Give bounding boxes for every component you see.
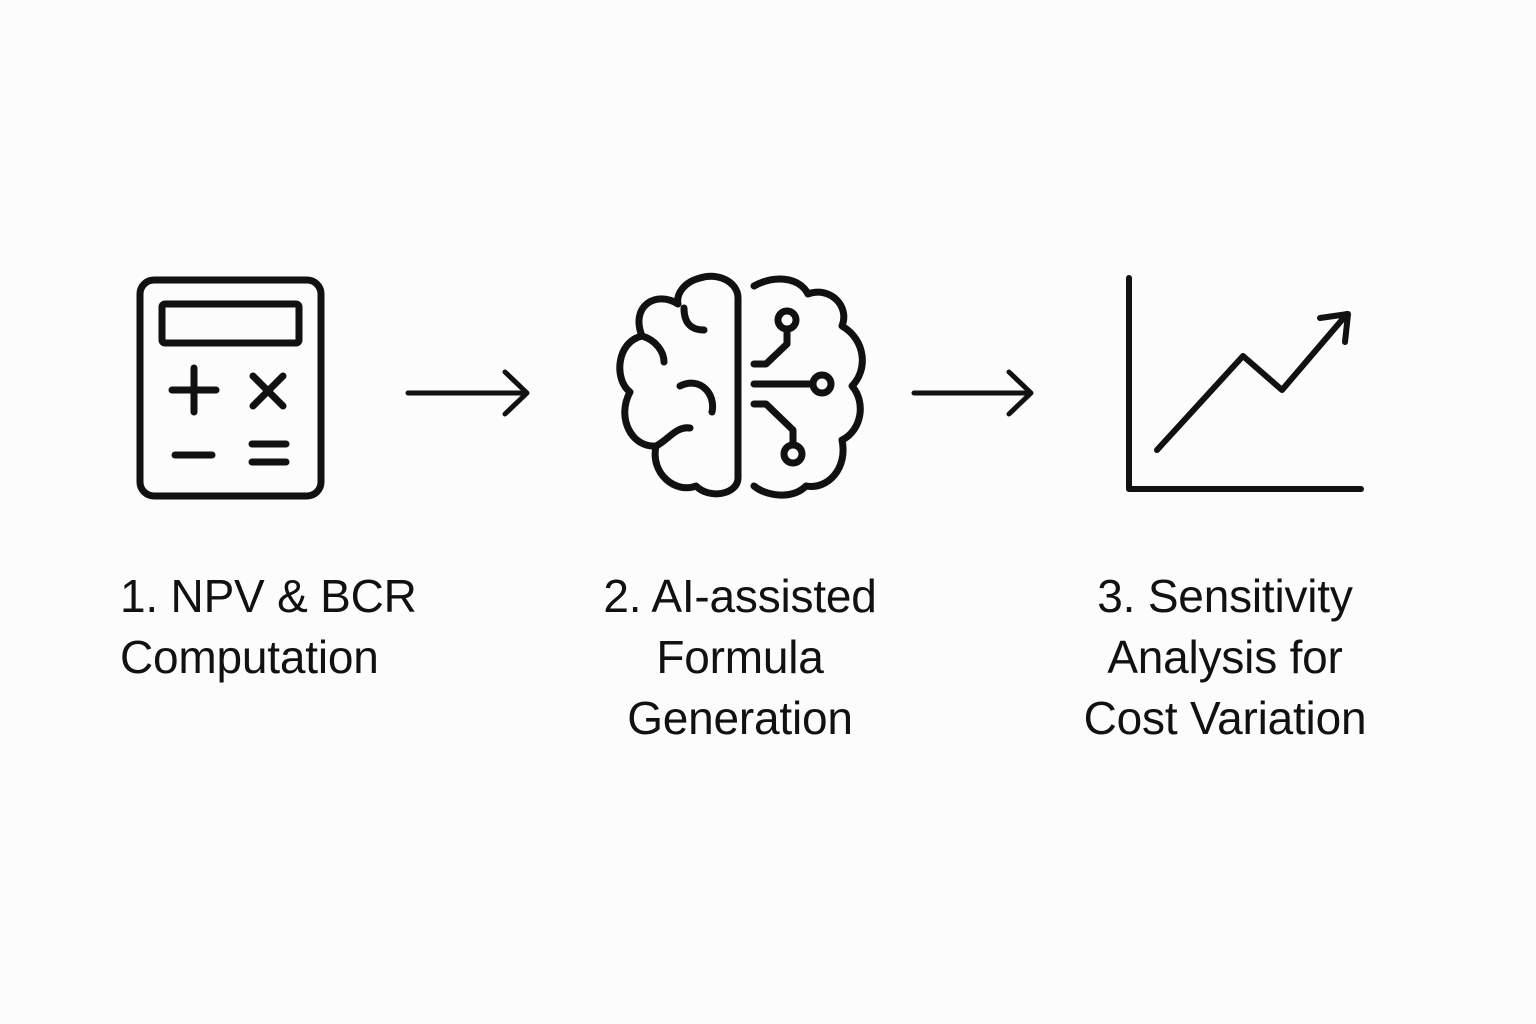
step-3-label-line-2: Analysis for [1107,631,1343,683]
step-3-label-line-3: Cost Variation [1083,692,1367,744]
step-1-label-line-2: Computation [120,631,379,683]
growth-chart-icon [1122,272,1368,496]
step-1-label: 1. NPV & BCR Computation [120,566,450,688]
step-2-label-line-1: 2. AI-assisted [603,570,877,622]
brain-circuit-icon [612,268,870,504]
step-2-label-line-3: Generation [627,692,853,744]
step-2-label: 2. AI-assisted Formula Generation [570,566,910,749]
arrow-right-icon [404,368,534,418]
step-3-label-line-1: 3. Sensitivity [1097,570,1353,622]
arrow-right-icon [910,368,1040,418]
step-2-label-line-2: Formula [656,631,824,683]
step-3-label: 3. Sensitivity Analysis for Cost Variati… [1050,566,1400,749]
calculator-icon [136,276,326,502]
step-1-label-line-1: 1. NPV & BCR [120,570,417,622]
